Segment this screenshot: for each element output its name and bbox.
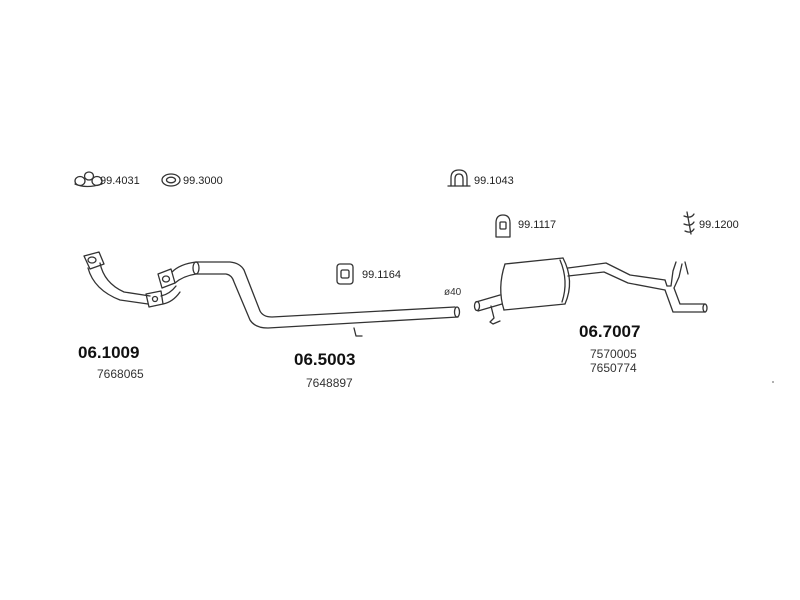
intermediate-pipe-06-5003 [192, 261, 461, 337]
rear-silencer-06-7007 [473, 257, 708, 325]
accessory-code-99-3000: 99.3000 [183, 175, 223, 187]
front-pipe-06-1009 [83, 251, 197, 308]
part-ref-7570005: 7570005 [590, 347, 637, 361]
mounting-bracket-icon [495, 214, 511, 238]
part-number-06-1009: 06.1009 [78, 343, 140, 362]
accessory-code-99-4031: 99.4031 [100, 175, 140, 187]
u-bolt-clamp-icon [447, 169, 471, 187]
ring-gasket-icon [161, 173, 181, 187]
hanger-rod-icon [683, 211, 695, 235]
part-number-06-7007: 06.7007 [579, 322, 641, 341]
part-ref-7648897: 7648897 [306, 376, 353, 390]
triple-ring-gasket-icon [74, 171, 103, 188]
accessory-code-99-1164: 99.1164 [362, 269, 401, 281]
part-ref-7650774: 7650774 [590, 361, 637, 375]
pipe-diameter-label: ø40 [444, 287, 462, 298]
part-ref-7668065: 7668065 [97, 367, 144, 381]
accessory-code-99-1117: 99.1117 [518, 219, 557, 231]
accessory-code-99-1043: 99.1043 [474, 175, 514, 187]
accessory-code-99-1200: 99.1200 [699, 219, 739, 231]
part-number-06-5003: 06.5003 [294, 350, 356, 369]
rubber-hanger-icon [336, 263, 354, 285]
